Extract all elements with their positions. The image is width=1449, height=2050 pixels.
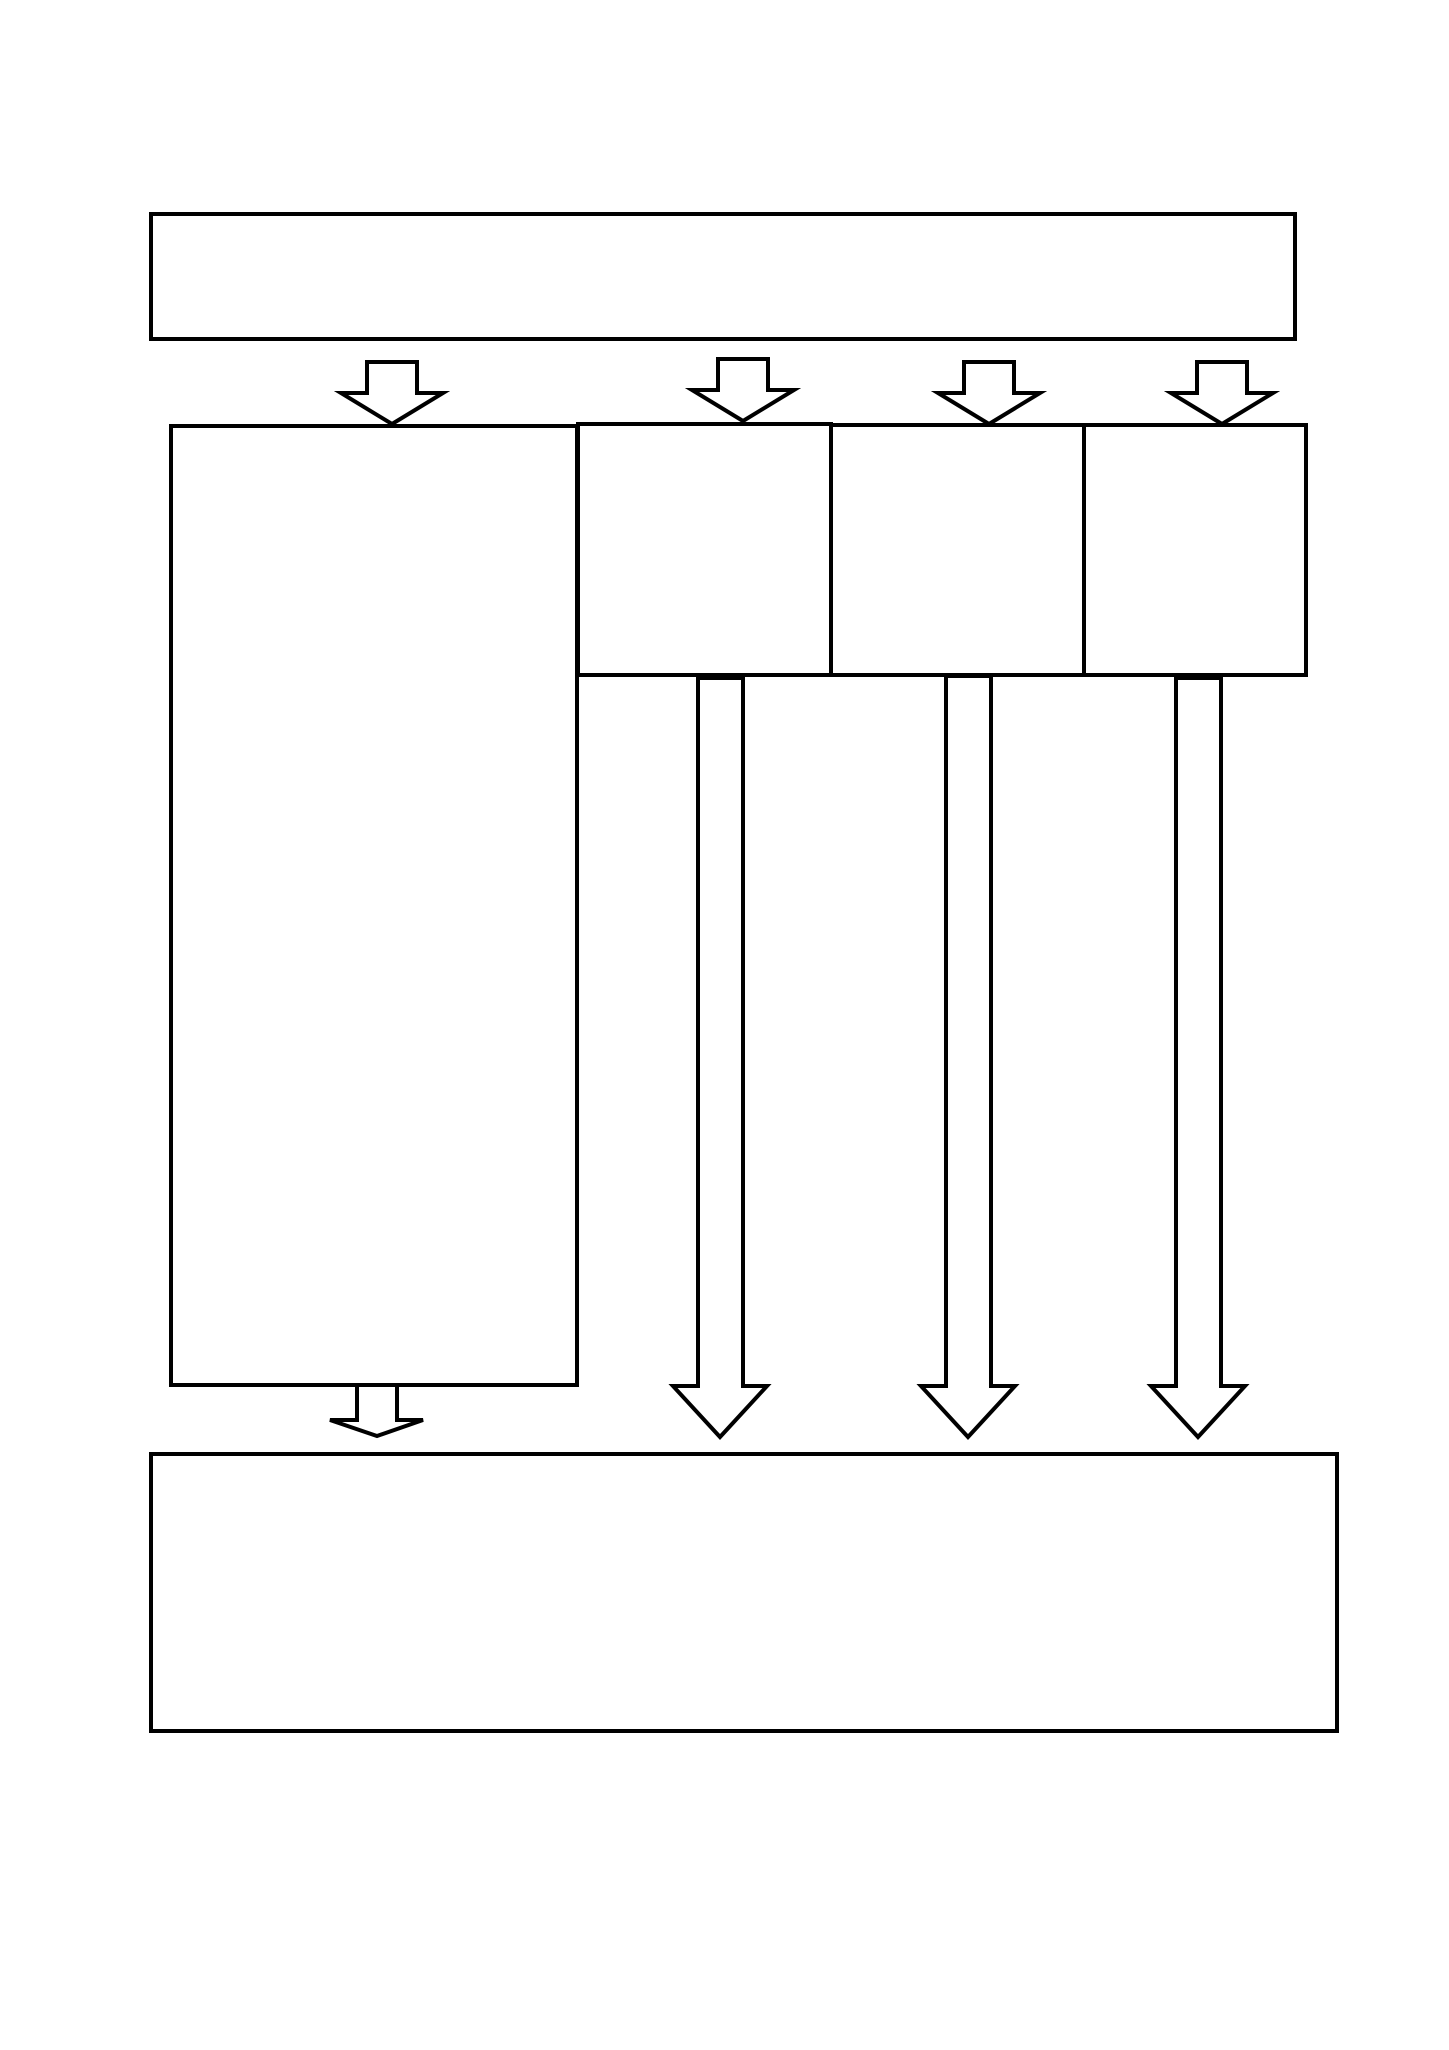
upper-box-3 xyxy=(1082,423,1308,677)
left-tall-box xyxy=(169,424,579,1387)
arrow-upper-2-to-bottom xyxy=(916,674,1020,1440)
arrow-top-to-left xyxy=(333,360,451,427)
bottom-box xyxy=(149,1452,1339,1733)
arrow-upper-1-to-bottom xyxy=(668,676,772,1440)
boxes xyxy=(149,212,1339,1733)
arrow-top-to-upper-2 xyxy=(930,360,1048,427)
upper-box-1 xyxy=(576,422,833,677)
arrow-upper-3-to-bottom xyxy=(1146,676,1250,1440)
upper-box-2 xyxy=(829,423,1086,677)
arrow-top-to-upper-1 xyxy=(684,357,802,424)
arrow-left-to-bottom xyxy=(329,1383,424,1439)
arrows xyxy=(329,357,1281,1440)
arrow-top-to-upper-3 xyxy=(1163,360,1281,427)
top-box xyxy=(149,212,1297,341)
